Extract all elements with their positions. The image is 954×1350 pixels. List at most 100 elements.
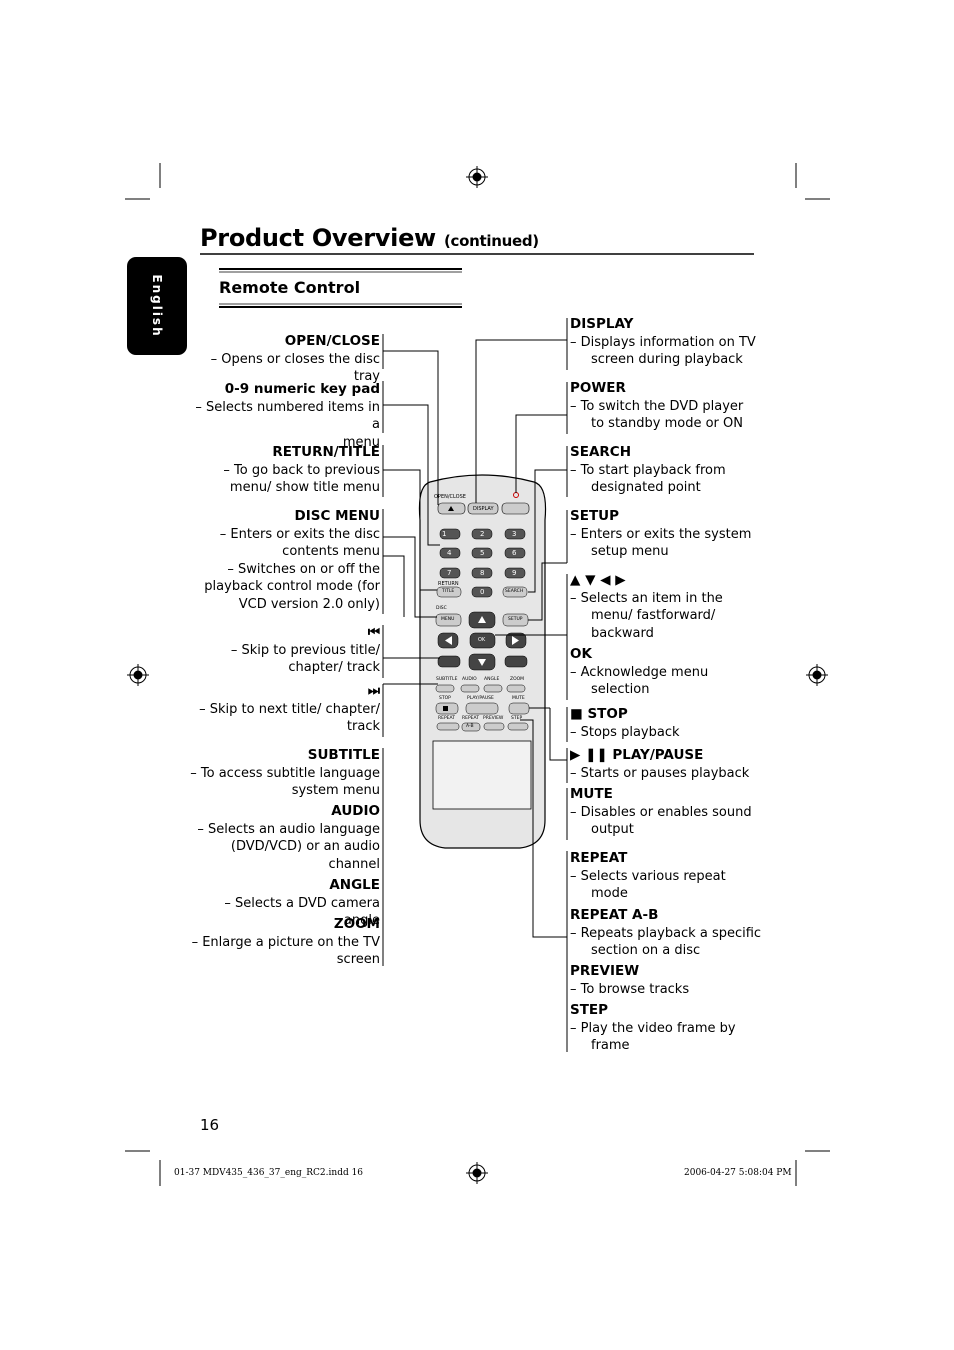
- remote-control-illustration: [418, 474, 547, 849]
- remote-key-8: 8: [480, 569, 485, 577]
- callout-setup: SETUP – Enters or exits the system setup…: [570, 508, 770, 561]
- callout-ok: OK – Acknowledge menu selection: [570, 646, 770, 699]
- callout-desc: – Enters or exits the disc: [219, 526, 380, 542]
- callout-desc: – To start playback from: [570, 462, 726, 478]
- callout-search: SEARCH – To start playback from designat…: [570, 444, 770, 497]
- callout-desc: – Disables or enables sound: [570, 804, 752, 820]
- callout-desc: – To go back to previous: [223, 462, 380, 478]
- callout-preview: PREVIEW – To browse tracks: [570, 963, 770, 998]
- remote-zoom-label: ZOOM: [510, 677, 525, 682]
- callout-heading: PREVIEW: [570, 963, 640, 979]
- callout-heading: OK: [570, 646, 592, 662]
- callout-previous: ⏮ – Skip to previous title/ chapter/ tra…: [190, 624, 380, 677]
- callout-desc: (DVD/VCD) or an audio: [230, 839, 380, 854]
- callout-heading: REPEAT: [570, 850, 628, 866]
- callout-play-pause: ▶ ❚❚ PLAY/PAUSE – Starts or pauses playb…: [570, 747, 770, 782]
- callout-desc: backward: [591, 625, 654, 641]
- remote-preview-label: PREVIEW: [483, 716, 504, 721]
- callout-desc: selection: [591, 682, 650, 697]
- callout-heading: DISPLAY: [570, 316, 634, 332]
- remote-setup-label: SETUP: [508, 617, 523, 622]
- callout-desc: screen during playback: [591, 352, 743, 367]
- callout-desc: – Skip to next title/ chapter/: [199, 701, 380, 717]
- callout-stop: ■ STOP – Stops playback: [570, 706, 770, 741]
- remote-stop-label: STOP: [439, 696, 451, 701]
- language-tab: English: [127, 257, 187, 355]
- remote-repeat-label: REPEAT: [438, 716, 456, 721]
- callout-heading: STEP: [570, 1002, 609, 1018]
- callout-next: ⏭ – Skip to next title/ chapter/ track: [190, 683, 380, 736]
- callout-heading: REPEAT A-B: [570, 907, 659, 923]
- callout-heading: OPEN/CLOSE: [284, 333, 380, 349]
- callout-desc: – Switches on or off the: [227, 561, 380, 577]
- footer-file: 01-37 MDV435_436_37_eng_RC2.indd 16: [174, 1168, 364, 1178]
- callout-desc: – To switch the DVD player: [570, 398, 744, 414]
- callout-desc: system menu: [291, 783, 380, 798]
- registration-mark-bottom: [466, 1162, 488, 1184]
- remote-play-pause-label: PLAY/PAUSE: [467, 696, 494, 701]
- callout-heading: MUTE: [570, 786, 613, 802]
- callout-display: DISPLAY – Displays information on TV scr…: [570, 316, 770, 369]
- page-number: 16: [200, 1116, 220, 1134]
- remote-key-1: 1: [442, 530, 447, 538]
- callout-desc: – Enlarge a picture on the TV: [191, 934, 380, 950]
- callout-lines: [382, 318, 568, 1052]
- remote-angle-label: ANGLE: [484, 677, 500, 682]
- remote-step-label: STEP: [511, 716, 523, 721]
- callout-heading: SETUP: [570, 508, 620, 524]
- callout-desc: chapter/ track: [288, 660, 380, 675]
- callout-desc: – Selects a DVD camera angle: [224, 895, 380, 929]
- section-rules: [219, 268, 462, 308]
- callout-desc: – Skip to previous title/: [230, 642, 380, 658]
- callout-desc: VCD version 2.0 only): [238, 596, 380, 612]
- callout-heading: POWER: [570, 380, 626, 396]
- callout-desc: output: [591, 822, 634, 837]
- registration-mark-top: [466, 166, 488, 188]
- crop-marks: [125, 163, 830, 1186]
- remote-ok-label: OK: [478, 637, 486, 643]
- page-title-suffix: (continued): [443, 232, 539, 250]
- remote-disc-label: DISC: [436, 606, 447, 611]
- callout-heading: SEARCH: [570, 444, 631, 460]
- callout-step: STEP – Play the video frame by frame: [570, 1002, 770, 1055]
- remote-return-label: RETURN: [438, 581, 459, 587]
- callout-desc: – Play the video frame by: [570, 1020, 736, 1036]
- callout-return-title: RETURN/TITLE – To go back to previous me…: [190, 444, 380, 497]
- remote-key-7: 7: [447, 569, 452, 577]
- callout-desc: – Repeats playback a specific: [570, 925, 762, 941]
- remote-key-0: 0: [480, 588, 485, 596]
- callout-subtitle: SUBTITLE – To access subtitle language s…: [190, 747, 380, 800]
- remote-display-label: DISPLAY: [473, 506, 494, 512]
- callout-desc: – Starts or pauses playback: [570, 765, 750, 781]
- callout-desc: setup menu: [591, 544, 669, 559]
- callout-desc: playback control mode (for: [204, 579, 380, 594]
- callout-desc: – Opens or closes the disc tray: [210, 351, 380, 385]
- callout-repeat: REPEAT – Selects various repeat mode: [570, 850, 770, 903]
- callout-heading: RETURN/TITLE: [272, 444, 380, 460]
- callout-desc: – Stops playback: [570, 724, 680, 740]
- stop-icon: ■ STOP: [570, 706, 628, 722]
- next-icon: ⏭: [367, 683, 380, 699]
- remote-key-6: 6: [512, 549, 517, 557]
- callout-desc: – To access subtitle language: [190, 765, 380, 781]
- remote-title-label: TITLE: [442, 589, 455, 594]
- play-pause-icon: ▶ ❚❚ PLAY/PAUSE: [570, 747, 704, 763]
- callout-open-close: OPEN/CLOSE – Opens or closes the disc tr…: [190, 333, 380, 386]
- remote-key-9: 9: [512, 569, 517, 577]
- callout-power: POWER – To switch the DVD player to stan…: [570, 380, 770, 433]
- callout-arrows: ▲ ▼ ◀ ▶ – Selects an item in the menu/ f…: [570, 572, 770, 642]
- callout-mute: MUTE – Disables or enables sound output: [570, 786, 770, 839]
- callout-desc: designated point: [591, 480, 701, 495]
- callout-heading: AUDIO: [331, 803, 380, 819]
- previous-icon: ⏮: [367, 624, 380, 640]
- callout-angle: ANGLE – Selects a DVD camera angle: [190, 877, 380, 930]
- callout-desc: to standby mode or ON: [591, 416, 743, 431]
- callout-desc: – Acknowledge menu: [570, 664, 709, 680]
- callout-heading: DISC MENU: [294, 508, 380, 524]
- callout-desc: – To browse tracks: [570, 981, 690, 997]
- callout-desc: screen: [336, 952, 380, 967]
- remote-repeat-ab-label: REPEAT: [462, 716, 480, 721]
- callout-heading: SUBTITLE: [307, 747, 380, 763]
- callout-audio: AUDIO – Selects an audio language (DVD/V…: [190, 803, 380, 873]
